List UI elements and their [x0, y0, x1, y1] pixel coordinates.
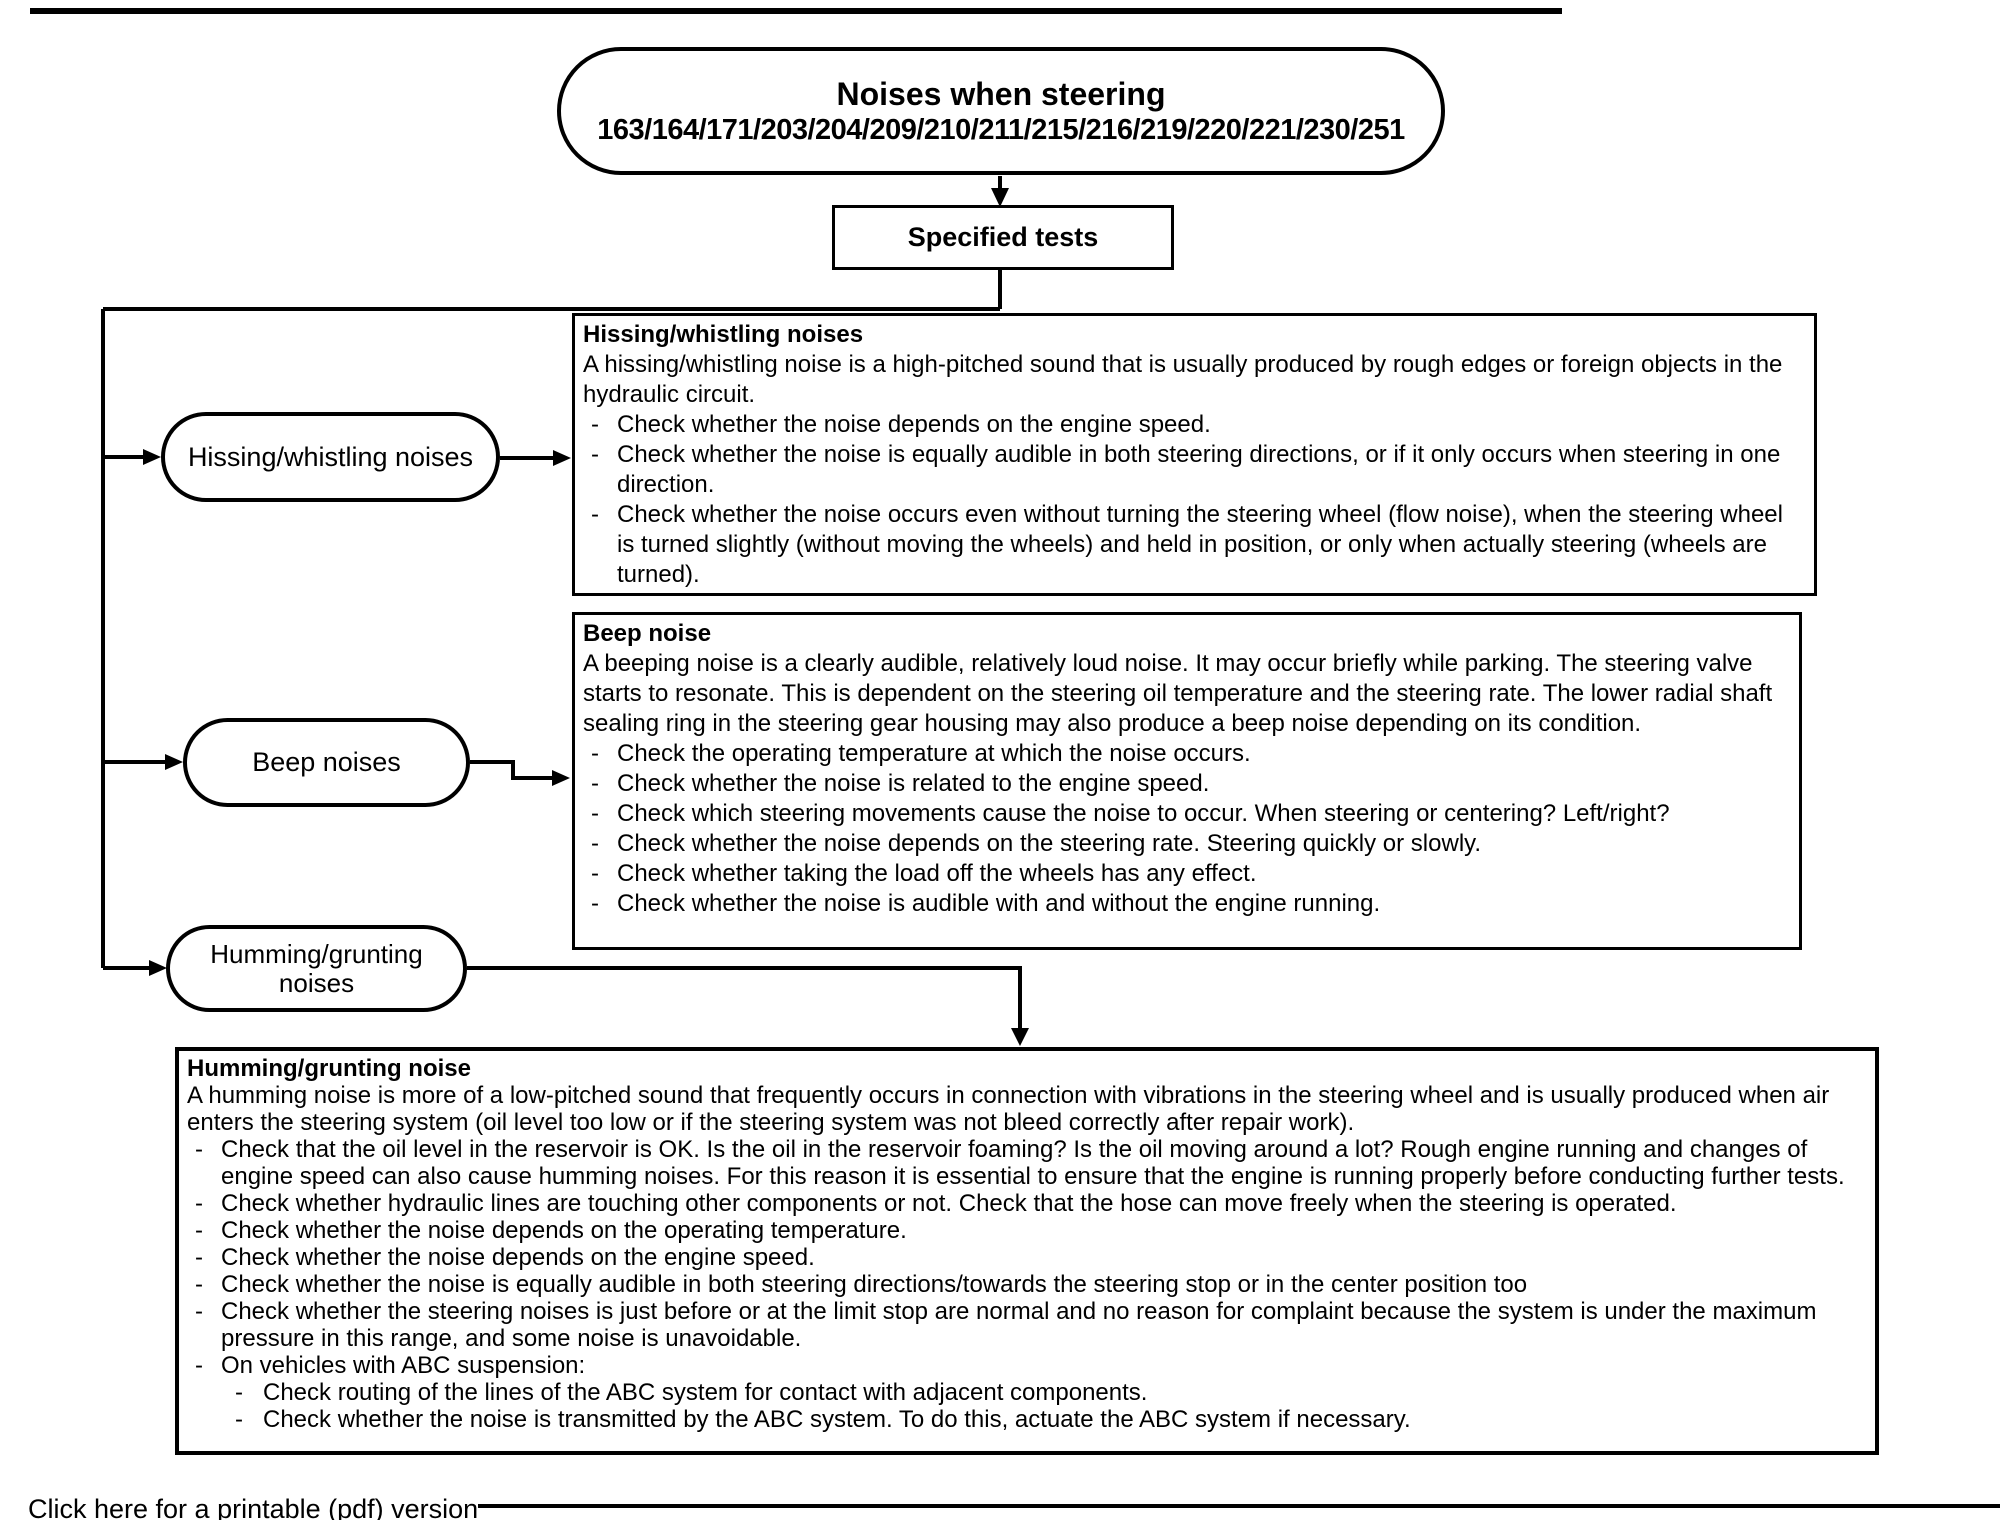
humming-box-title: Humming/grunting noise — [187, 1055, 471, 1082]
check-item: Check whether the steering noises is jus… — [187, 1298, 1867, 1352]
check-item: On vehicles with ABC suspension: — [187, 1352, 1867, 1379]
diagram-title: Noises when steering — [836, 76, 1166, 112]
hissing-oval-label: Hissing/whistling noises — [187, 441, 474, 472]
check-item: Check the operating temperature at which… — [583, 739, 1791, 769]
arrowhead-humming-box — [1011, 1028, 1029, 1046]
check-item: Check which steering movements cause the… — [583, 799, 1791, 829]
arrowhead-down-spec — [991, 188, 1009, 207]
check-subitem: Check whether the noise is transmitted b… — [187, 1406, 1867, 1433]
arrowhead-beep-oval — [165, 754, 183, 770]
check-item: Check whether hydraulic lines are touchi… — [187, 1190, 1867, 1217]
check-item: Check whether the noise is equally audib… — [583, 440, 1806, 500]
humming-oval-label: Humming/grunting noises — [210, 938, 423, 998]
humming-oval-node: Humming/grunting noises — [166, 925, 467, 1012]
arrowhead-hissing-oval — [143, 449, 161, 465]
humming-box-intro: A humming noise is more of a low-pitched… — [187, 1082, 1830, 1136]
model-series-list: 163/164/171/203/204/209/210/211/215/216/… — [597, 114, 1405, 146]
check-item: Check whether the noise depends on the s… — [583, 829, 1791, 859]
beep-description-box: Beep noise A beeping noise is a clearly … — [572, 612, 1802, 950]
check-item: Check whether taking the load off the wh… — [583, 859, 1791, 889]
hissing-description-box: Hissing/whistling noises A hissing/whist… — [572, 313, 1817, 596]
beep-box-intro: A beeping noise is a clearly audible, re… — [583, 650, 1773, 737]
beep-box-title: Beep noise — [583, 620, 712, 647]
check-item: Check whether the noise depends on the e… — [583, 410, 1806, 440]
check-item: Check whether the noise is related to th… — [583, 769, 1791, 799]
arrowhead-beep-box — [552, 770, 570, 786]
connector-humming-to-box — [467, 966, 1022, 1029]
check-item: Check whether the noise is audible with … — [583, 889, 1791, 919]
arrowhead-hissing-box — [553, 450, 571, 466]
hissing-oval-node: Hissing/whistling noises — [161, 412, 500, 502]
check-item: Check that the oil level in the reservoi… — [187, 1136, 1867, 1190]
beep-oval-label: Beep noises — [252, 747, 401, 777]
check-item: Check whether the noise occurs even with… — [583, 500, 1806, 590]
check-item: Check whether the noise depends on the o… — [187, 1217, 1867, 1244]
specified-tests-node: Specified tests — [832, 205, 1174, 270]
check-item: Check whether the noise is equally audib… — [187, 1271, 1867, 1298]
check-subitem: Check routing of the lines of the ABC sy… — [187, 1379, 1867, 1406]
humming-description-box: Humming/grunting noise A humming noise i… — [175, 1047, 1879, 1455]
connector-beep-to-box — [470, 760, 552, 780]
title-node: Noises when steering 163/164/171/203/204… — [557, 47, 1445, 175]
hissing-box-title: Hissing/whistling noises — [583, 321, 864, 348]
arrowhead-humming-oval — [149, 960, 167, 976]
hissing-box-intro: A hissing/whistling noise is a high-pitc… — [583, 351, 1783, 408]
specified-tests-label: Specified tests — [907, 222, 1099, 252]
check-item: Check whether the noise depends on the e… — [187, 1244, 1867, 1271]
beep-oval-node: Beep noises — [183, 718, 470, 807]
printable-pdf-link[interactable]: Click here for a printable (pdf) version — [28, 1494, 479, 1520]
